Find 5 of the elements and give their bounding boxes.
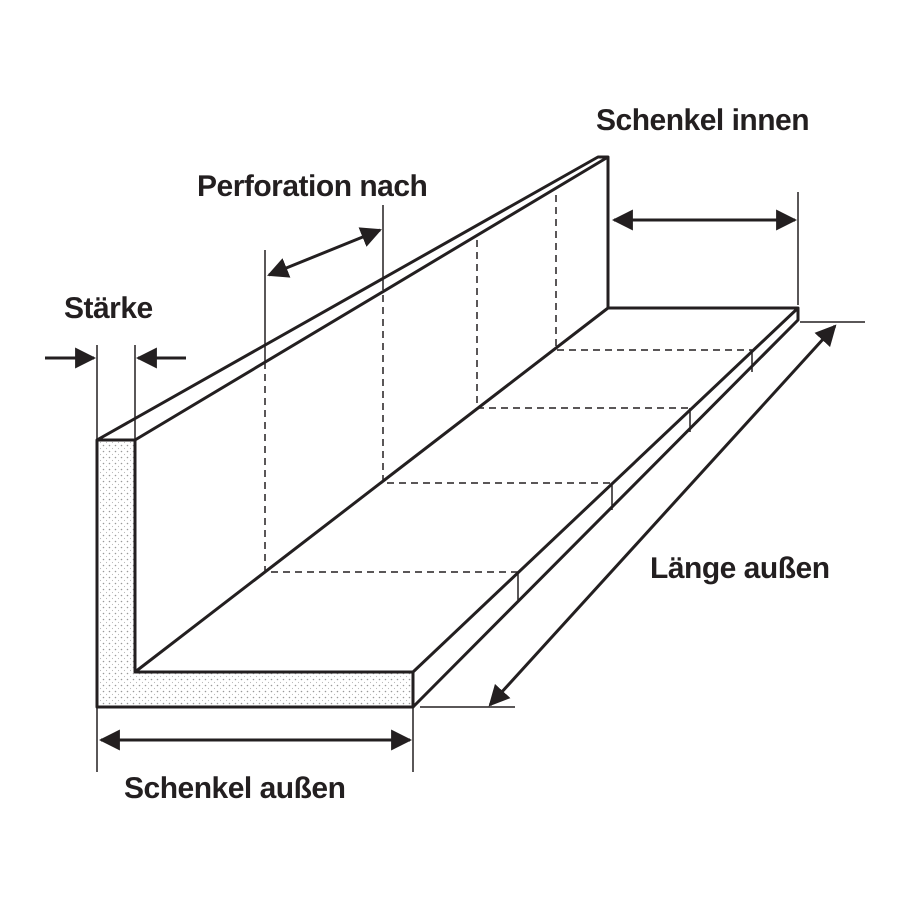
dimension-label: Perforation nach bbox=[197, 170, 428, 203]
dimension-label: Schenkel außen bbox=[124, 772, 346, 805]
dimension-label: Länge außen bbox=[650, 552, 830, 585]
dimension-label: Stärke bbox=[64, 292, 153, 325]
dimension-label: Schenkel innen bbox=[596, 104, 810, 137]
